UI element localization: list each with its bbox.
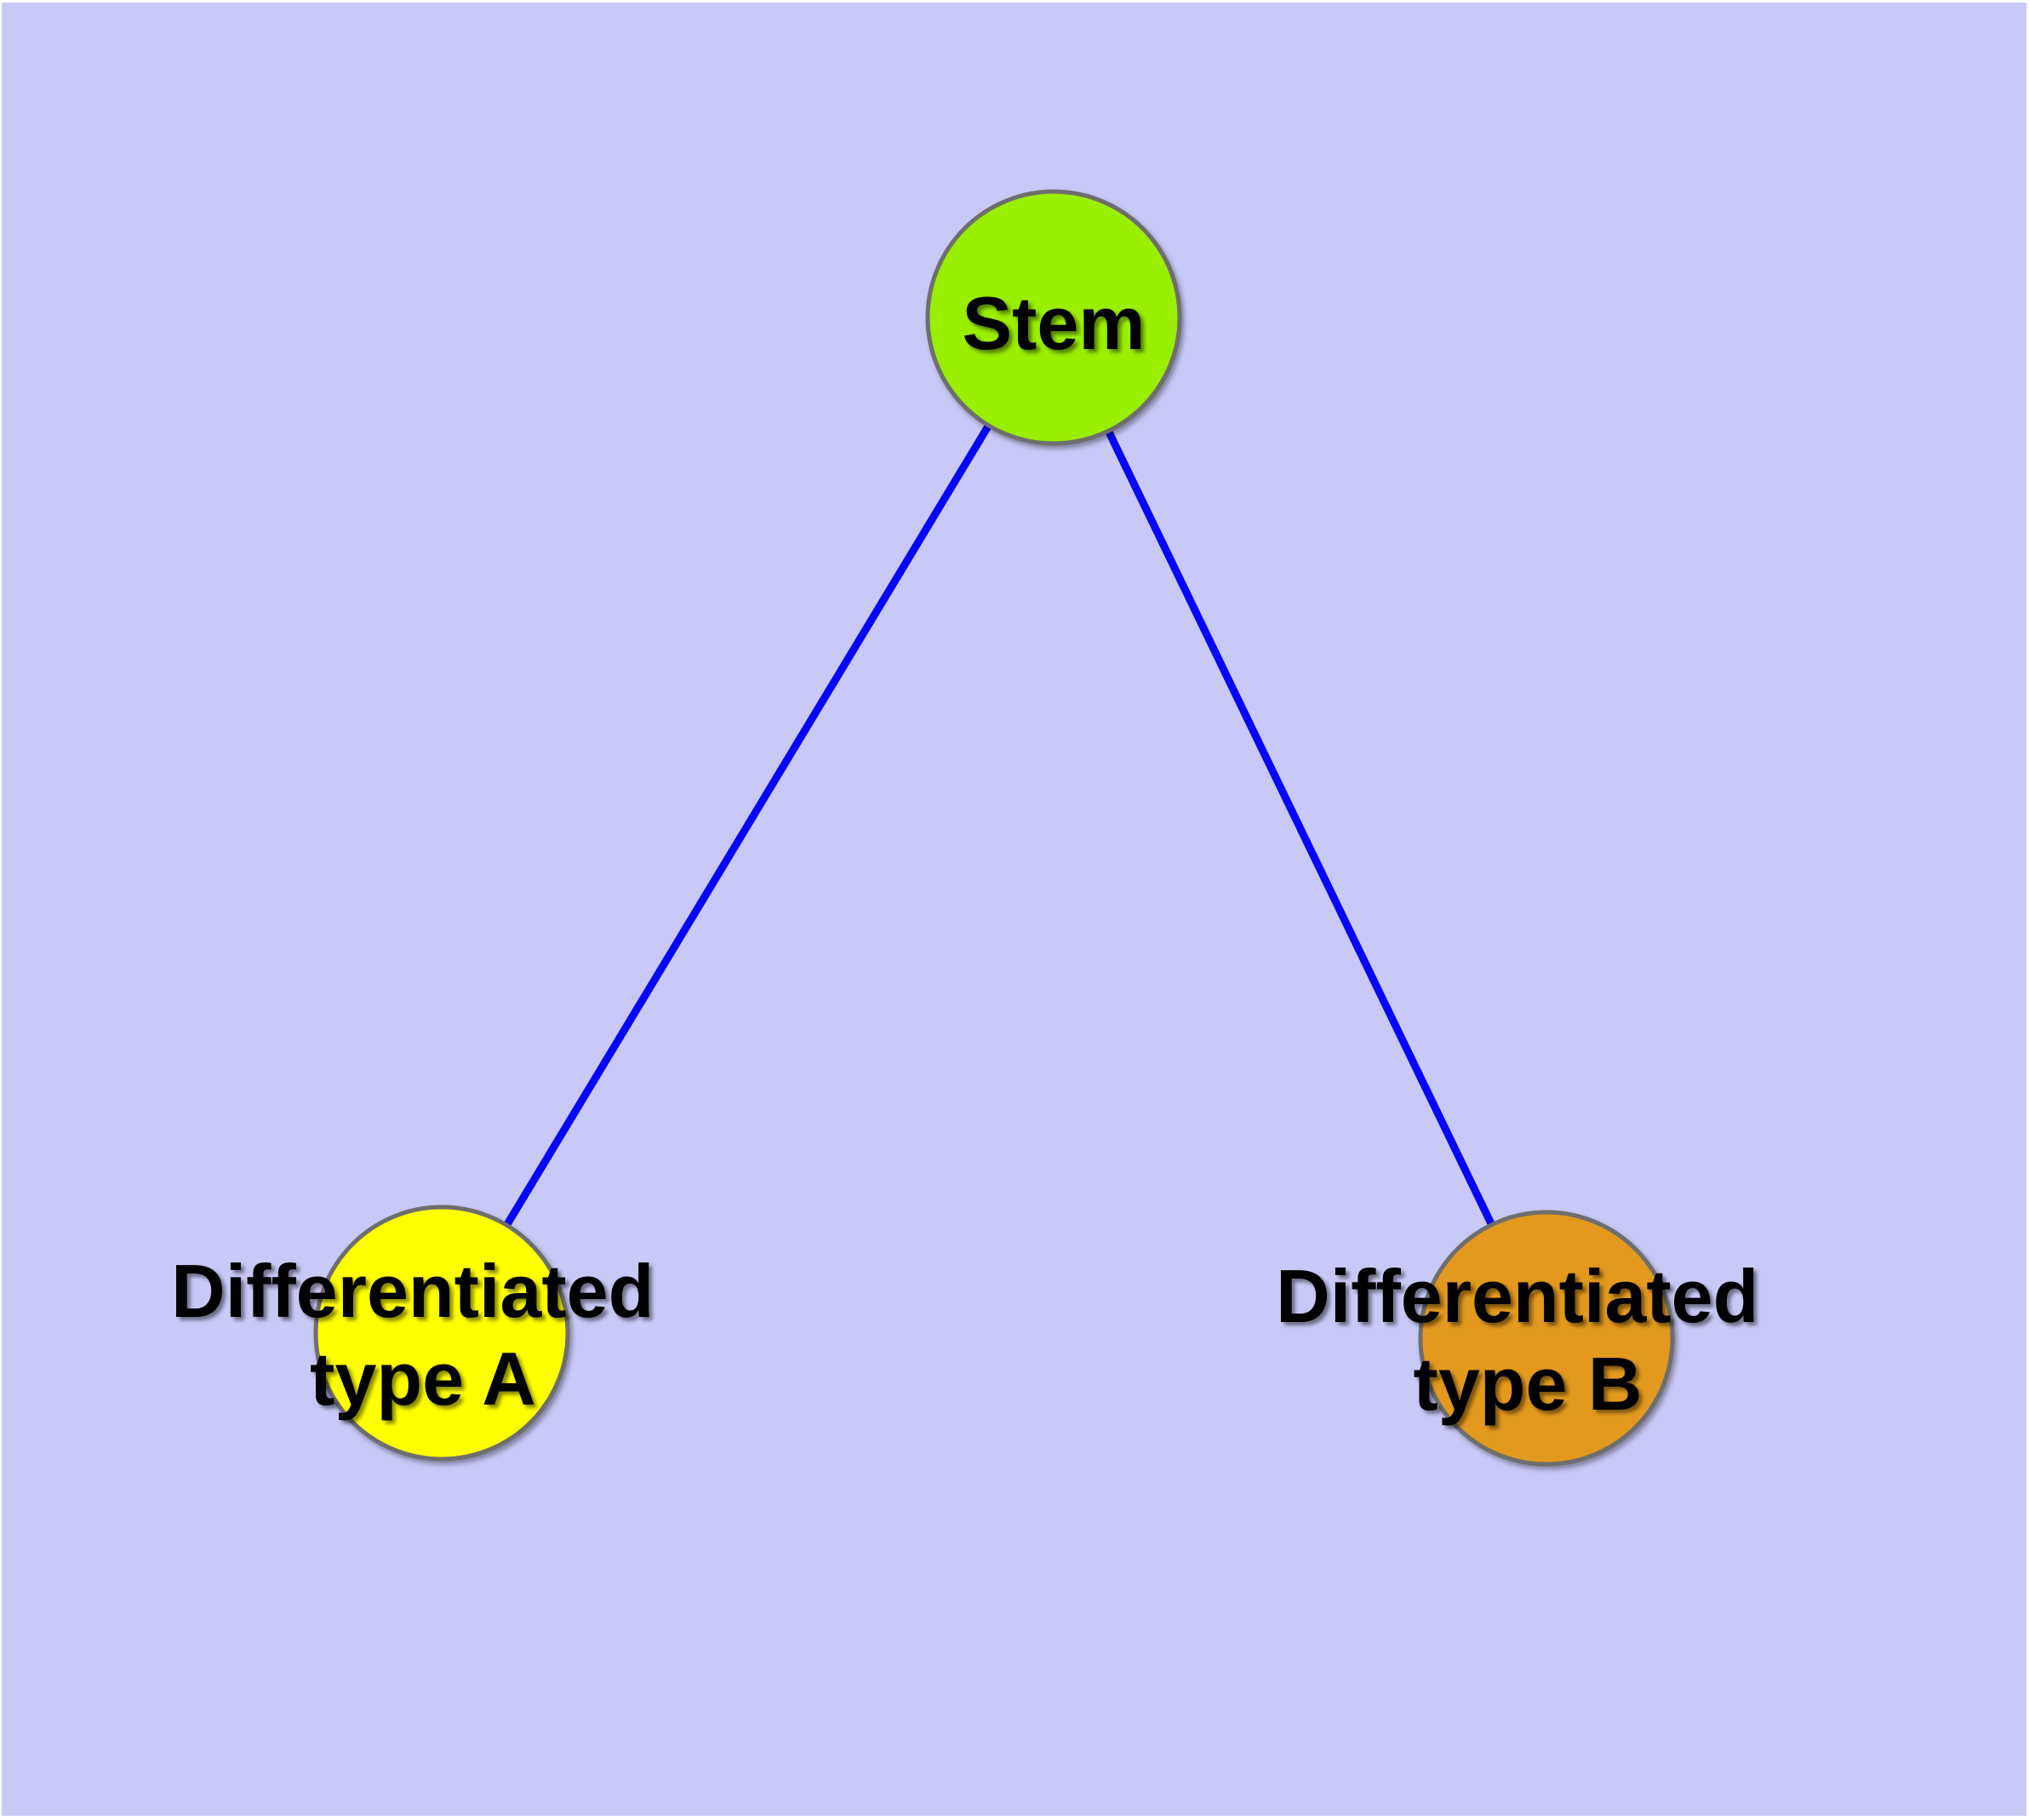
node-differentiated-type-b-label-line2: type B xyxy=(1414,1342,1643,1426)
node-differentiated-type-a[interactable]: Differentiated type A xyxy=(171,1205,675,1462)
edge-layer xyxy=(438,315,1551,1340)
edge-stem-to-type-b[interactable] xyxy=(1049,316,1551,1340)
node-stem-circle[interactable] xyxy=(925,189,1182,446)
node-differentiated-type-a-circle[interactable] xyxy=(313,1205,570,1462)
node-differentiated-type-b[interactable]: Differentiated type B xyxy=(1276,1210,1780,1467)
node-differentiated-type-b-label-line1: Differentiated xyxy=(1276,1254,1758,1338)
node-differentiated-type-b-label: Differentiated type B xyxy=(1276,1254,1780,1426)
node-stem-label: Stem xyxy=(962,281,1145,365)
node-stem[interactable]: Stem xyxy=(925,189,1182,446)
node-differentiated-type-a-label-line2: type A xyxy=(310,1336,536,1421)
node-differentiated-type-b-circle[interactable] xyxy=(1418,1210,1675,1467)
edge-stem-to-type-a[interactable] xyxy=(438,315,1057,1336)
node-differentiated-type-a-label: Differentiated type A xyxy=(171,1249,675,1421)
node-differentiated-type-a-label-line1: Differentiated xyxy=(171,1249,654,1333)
